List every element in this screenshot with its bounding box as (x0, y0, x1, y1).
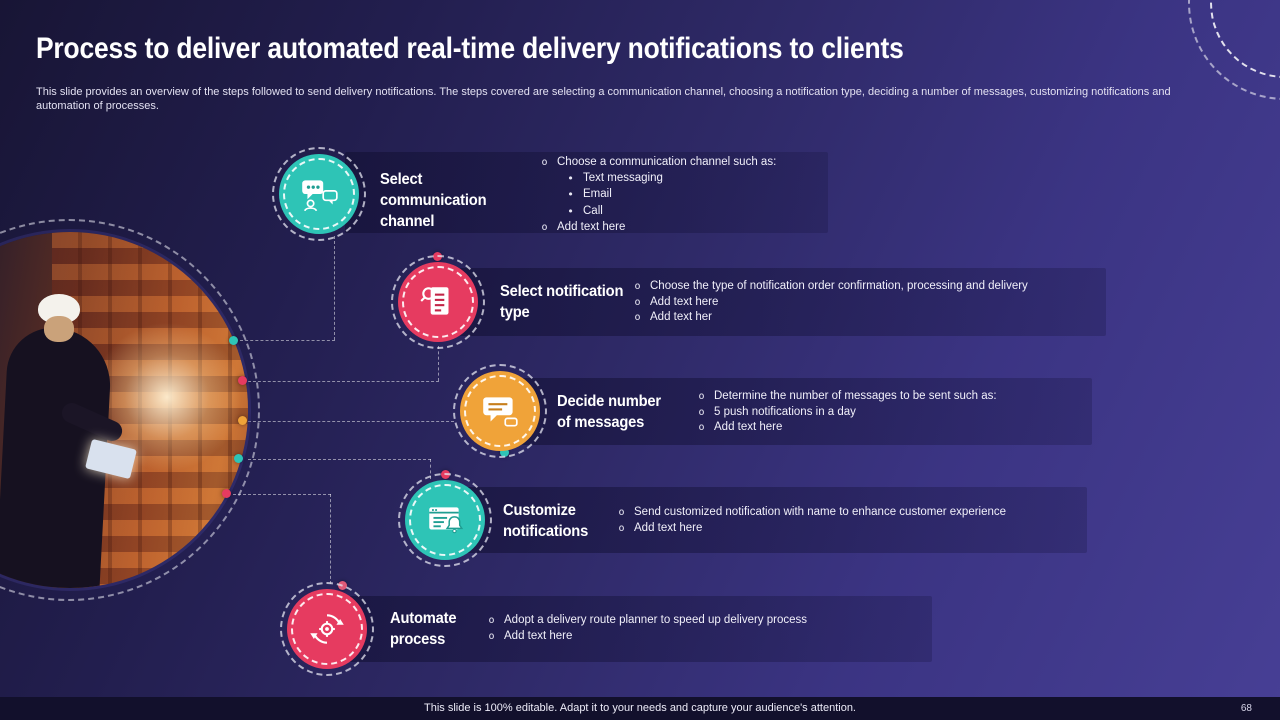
step-band (465, 487, 1087, 553)
page-title: Process to deliver automated real-time d… (36, 32, 904, 65)
decorative-arc (1188, 0, 1280, 100)
bullet-item: Adopt a delivery route planner to speed … (487, 613, 907, 629)
bullet-text: 5 push notifications in a day (714, 405, 856, 418)
connector-line (248, 381, 439, 382)
bullet-item: Text messaging (566, 171, 850, 188)
bullet-item: 5 push notifications in a day (697, 405, 1097, 421)
bullet-item: Add text her (633, 310, 1103, 326)
step-bullets: Determine the number of messages to be s… (697, 389, 1097, 436)
step-title: Decide number of messages (557, 393, 661, 431)
bullet-marker (697, 420, 706, 436)
step-bullets: Send customized notification with name t… (617, 505, 1087, 536)
connector-line (438, 346, 439, 381)
step-icon-circle (279, 154, 359, 234)
step-icon-ring (453, 364, 547, 458)
ring-dot (222, 489, 231, 498)
bullet-item: Send customized notification with name t… (617, 505, 1087, 521)
step-icon-circle (405, 480, 485, 560)
bullet-marker (697, 389, 706, 405)
ring-dot (238, 376, 247, 385)
bullet-text: Determine the number of messages to be s… (714, 390, 997, 402)
ring-dot (229, 336, 238, 345)
step-bullets: Choose the type of notification order co… (633, 279, 1103, 326)
bullet-marker (633, 310, 642, 326)
step-icon-ring (398, 473, 492, 567)
bullet-marker (617, 505, 626, 521)
connector-line (233, 494, 331, 495)
bullet-text: Add text her (650, 311, 713, 323)
bullet-item: Call (566, 204, 850, 221)
bullet-item: Choose a communication channel such as: (540, 155, 850, 171)
slide-subtitle: This slide provides an overview of the s… (36, 86, 1171, 112)
bullet-text: Adopt a delivery route planner to speed … (504, 614, 808, 626)
customize-notifications-icon (429, 507, 464, 534)
step-bullets: Adopt a delivery route planner to speed … (487, 613, 907, 644)
bullet-text: Add text here (504, 629, 573, 642)
bullet-marker (633, 295, 642, 311)
connector-line (248, 459, 431, 460)
step-title: Select notification type (500, 283, 624, 321)
step-band (347, 596, 932, 662)
step-icon-ring (280, 582, 374, 676)
bullet-marker (633, 279, 642, 295)
bullet-marker (617, 521, 626, 537)
step-title: Select communication channel (380, 171, 487, 230)
bullet-text: Call (583, 204, 603, 217)
bullet-text: Send customized notification with name t… (634, 506, 1007, 518)
bullet-item: Add text here (617, 521, 1087, 537)
bullet-text: Choose a communication channel such as: (557, 156, 777, 168)
bullet-item: Determine the number of messages to be s… (697, 389, 1097, 405)
step-band (520, 378, 1092, 445)
step-icon-circle (398, 262, 478, 342)
step-icon-ring (272, 147, 366, 241)
bullet-item: Add text here (697, 420, 1097, 436)
bullet-text: Text messaging (583, 171, 663, 184)
bullet-item: Add text here (540, 220, 850, 236)
step-title: Customize notifications (503, 502, 589, 540)
communication-channel-icon (302, 180, 338, 212)
connector-line (334, 236, 335, 340)
bullet-item: Add text here (633, 295, 1103, 311)
connector-line (330, 494, 331, 584)
bullet-marker (566, 187, 575, 204)
bullet-marker (697, 405, 706, 421)
bullet-marker (487, 613, 496, 629)
bullet-text: Add text here (634, 521, 703, 534)
step-band (345, 152, 828, 233)
messages-icon (483, 397, 518, 427)
connector-line (240, 340, 335, 341)
bullet-marker (487, 629, 496, 645)
bullet-text: Choose the type of notification order co… (650, 280, 1028, 292)
bullet-marker (540, 220, 549, 236)
bullet-text: Add text here (714, 421, 783, 433)
bullet-item: Email (566, 187, 850, 204)
worker-photo (0, 232, 248, 588)
worker-face (44, 316, 74, 342)
bullet-text: Add text here (650, 295, 719, 308)
step-band (458, 268, 1106, 336)
footer-bar: This slide is 100% editable. Adapt it to… (0, 697, 1280, 720)
step-bullets: Choose a communication channel such as: … (540, 155, 850, 236)
notification-type-icon (420, 287, 449, 315)
bullet-item: Choose the type of notification order co… (633, 279, 1103, 295)
step-icon-circle (460, 371, 540, 451)
step-title: Automate process (390, 610, 457, 648)
step-icon-ring (391, 255, 485, 349)
ring-dot (234, 454, 243, 463)
bullet-text: Email (583, 188, 612, 200)
bullet-marker (566, 204, 575, 221)
automate-process-icon (310, 614, 344, 644)
ring-dot (238, 416, 247, 425)
step-icon-circle (287, 589, 367, 669)
bullet-marker (540, 155, 549, 171)
bullet-text: Add text here (557, 221, 626, 233)
connector-line (248, 421, 454, 422)
page-number: 68 (1240, 703, 1252, 714)
bullet-marker (566, 171, 575, 188)
footer-note: This slide is 100% editable. Adapt it to… (424, 702, 856, 714)
bullet-item: Add text here (487, 629, 907, 645)
connector-line (430, 459, 431, 479)
